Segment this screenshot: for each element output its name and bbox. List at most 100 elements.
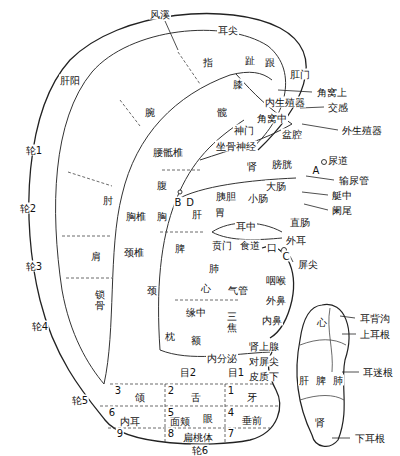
ear-point-label: 外鼻 — [265, 295, 287, 306]
ear-point-label: 小肠 — [247, 193, 269, 204]
ear-point-label: 心 — [316, 317, 328, 328]
ear-point-label: 直肠 — [289, 217, 311, 228]
ear-point-label: 垂前 — [241, 415, 263, 426]
point-marks — [178, 160, 327, 253]
ear-point-label: 皮质下 — [248, 371, 280, 382]
ear-point-label: 肝 — [298, 375, 310, 386]
ear-point-label: 神门 — [233, 125, 255, 136]
ear-point-label: B — [174, 197, 183, 208]
ear-point-label: 轮4 — [31, 321, 49, 332]
ear-point-label: 胰胆 — [215, 191, 237, 202]
ear-point-label: 贲门 — [211, 240, 233, 251]
ear-point-label: D — [185, 197, 195, 208]
ear-point-label: 角窝中 — [256, 113, 288, 124]
ear-point-label: 耳中 — [235, 221, 257, 232]
ear-point-label: 艇中 — [331, 190, 353, 201]
ear-point-label: 角窝上 — [316, 87, 348, 98]
ear-point-label: 缘中 — [185, 307, 207, 318]
ear-point-label: 膀胱 — [271, 159, 293, 170]
ear-point-label: 肺 — [208, 263, 220, 274]
ear-point-label: 2 — [167, 385, 175, 396]
ear-point-label: 枕 — [164, 331, 176, 342]
ear-point-label: 阑尾 — [331, 205, 353, 216]
ear-point-label: 6 — [108, 407, 116, 418]
ear-point-label: 扁桃体 — [182, 432, 214, 443]
ear-point-label: 耳迷根 — [362, 367, 394, 378]
ear-point-label: 内鼻 — [261, 315, 283, 326]
ear-point-label: 额 — [190, 335, 202, 346]
ear-point-label: 腹 — [156, 180, 168, 191]
ear-point-label: 气管 — [227, 285, 249, 296]
ear-point-label: 肝 — [191, 209, 203, 220]
ear-point-label: 肾 — [246, 161, 258, 172]
ear-point-label: 交感 — [327, 102, 349, 113]
ear-point-label: 脾 — [174, 243, 186, 254]
ear-point-label: 膝 — [232, 79, 244, 90]
ear-point-label: 腰骶椎 — [152, 147, 184, 158]
ear-point-label: 4 — [227, 407, 235, 418]
ear-point-label: 胸 — [156, 211, 168, 222]
region-dividers — [62, 52, 280, 444]
ear-point-label: 轮3 — [25, 261, 43, 272]
ear-point-label: 屏尖 — [297, 259, 319, 270]
ear-outline — [29, 14, 306, 445]
ear-point-label: 食道 — [239, 240, 261, 251]
ear-point-label: 趾 — [244, 55, 256, 66]
ear-point-label: C — [282, 251, 291, 262]
ear-point-label: 口 — [266, 242, 278, 253]
ear-point-label: 胸椎 — [125, 211, 147, 222]
ear-point-label: 肘 — [102, 195, 114, 206]
ear-point-label: 颈椎 — [123, 247, 145, 258]
ear-point-label: 脾 — [315, 375, 327, 386]
ear-point-label: 轮6 — [191, 444, 209, 455]
ear-point-label: 输尿管 — [338, 175, 370, 186]
leader-lines — [165, 21, 359, 438]
ear-point-label: 轮2 — [19, 203, 37, 214]
ear-point-label: 锁骨 — [94, 288, 106, 312]
ear-point-label: 5 — [167, 407, 175, 418]
ear-point-label: 颈 — [146, 285, 158, 296]
ear-point-label: 耳尖 — [217, 25, 239, 36]
ear-point-label: 肺 — [332, 375, 344, 386]
ear-point-label: 上耳根 — [359, 329, 391, 340]
ear-point-label: 内分泌 — [206, 353, 238, 364]
ear-point-label: 肛门 — [289, 69, 311, 80]
ear-point-label: 坐骨神经 — [215, 141, 257, 152]
ear-point-label: 对屏尖 — [248, 356, 280, 367]
ear-point-label: 7 — [227, 428, 235, 439]
ear-point-label: 外耳 — [285, 235, 307, 246]
ear-point-label: 肾 — [314, 417, 326, 428]
ear-point-label: 腕 — [144, 107, 156, 118]
ear-point-label: 牙 — [246, 392, 258, 403]
ear-point-label: 大肠 — [265, 181, 287, 192]
ear-point-label: 风溪 — [149, 9, 171, 20]
ear-point-label: 心 — [200, 283, 212, 294]
ear-point-label: 三焦 — [226, 310, 238, 334]
ear-point-label: 颌 — [134, 392, 146, 403]
ear-point-label: 指 — [202, 57, 214, 68]
ear-point-label: 外生殖器 — [341, 125, 383, 136]
ear-point-label: 下耳根 — [354, 433, 386, 444]
ear-point-label: 眼 — [202, 413, 214, 424]
ear-point-label: 轮5 — [71, 395, 89, 406]
ear-point-label: 肩 — [90, 251, 102, 262]
ear-point-label: 肾上腺 — [248, 341, 280, 352]
ear-point-label: 舌 — [190, 392, 202, 403]
ear-point-label: 内生殖器 — [264, 97, 306, 108]
ear-region-lines — [56, 30, 296, 384]
ear-point-label: 胃 — [214, 207, 226, 218]
ear-point-label: 盆腔 — [281, 129, 303, 140]
ear-point-label: 咽喉 — [265, 275, 287, 286]
ear-point-label: 耳背沟 — [359, 313, 391, 324]
ear-point-label: 3 — [114, 385, 122, 396]
ear-point-label: A — [312, 165, 321, 176]
ear-point-label: 目1 — [227, 367, 245, 378]
ear-point-label: 轮1 — [25, 145, 43, 156]
ear-point-label: 跟 — [264, 57, 276, 68]
ear-point-label: 8 — [167, 428, 175, 439]
ear-point-label: 内耳 — [119, 416, 141, 427]
ear-back-lines — [300, 308, 346, 400]
ear-point-label: 1 — [227, 385, 235, 396]
